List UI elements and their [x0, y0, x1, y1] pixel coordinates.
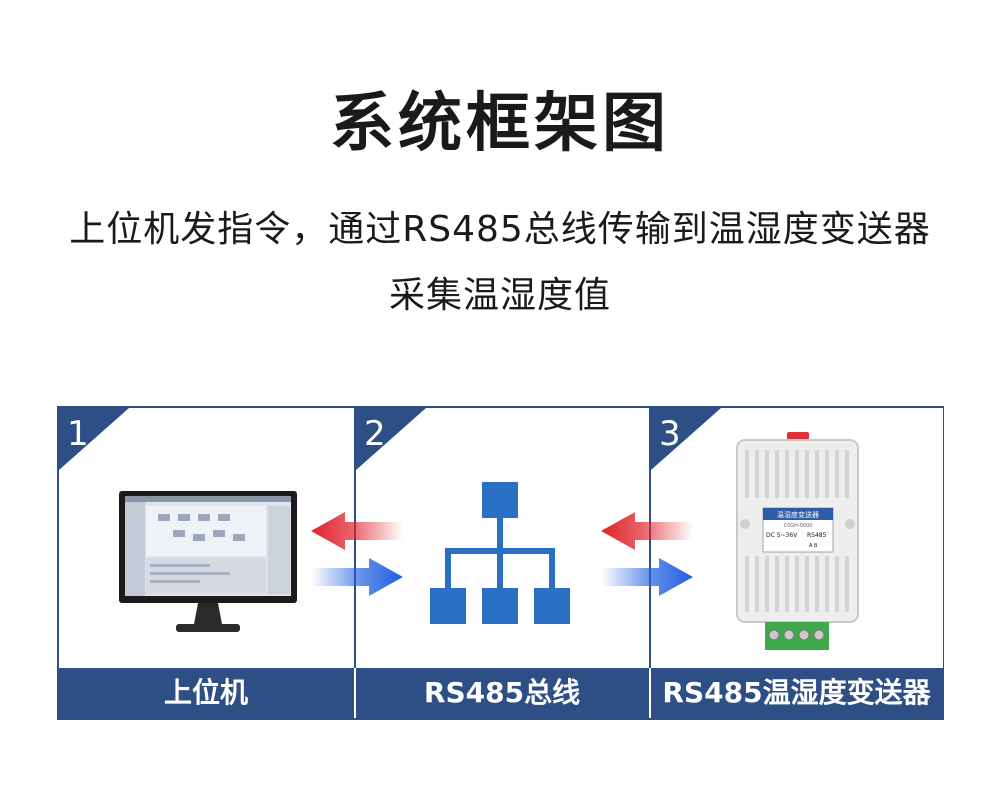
description-line-2: 采集温湿度值 [388, 275, 611, 316]
step-number-1: 1 [67, 414, 89, 454]
device-power: DC 5~36V [766, 532, 798, 539]
description-line-1: 上位机发指令，通过RS485总线传输到温湿度变送器 [69, 209, 931, 250]
corner-badge-2 [356, 408, 426, 470]
step-number-3: 3 [659, 414, 681, 454]
device-name-plate: 温湿度变送器 [777, 510, 819, 519]
arrow-right-blue-icon [311, 558, 403, 596]
sensor-device-icon: 温湿度变送器 C0GH-0000 DC 5~36V RS485 A B [736, 432, 859, 650]
device-protocol: RS485 [807, 532, 827, 539]
network-topology-icon [430, 482, 570, 624]
page-title: 系统框架图 [330, 87, 670, 161]
step-label-1: 上位机 [163, 676, 248, 709]
device-terminals: A B [809, 543, 818, 549]
computer-monitor-icon [119, 491, 297, 632]
label-bar: 上位机 RS485总线 RS485温湿度变送器 [59, 668, 942, 718]
arrow-right-blue-icon [601, 558, 693, 596]
corner-badge-3 [651, 408, 721, 470]
step-label-3: RS485温湿度变送器 [649, 668, 942, 718]
arrow-left-red-icon [311, 512, 403, 550]
step-number-2: 2 [364, 414, 386, 454]
corner-badge-1 [59, 408, 129, 470]
device-model: C0GH-0000 [784, 523, 813, 529]
arrow-left-red-icon [601, 512, 693, 550]
step-label-2: RS485总线 [354, 668, 648, 718]
